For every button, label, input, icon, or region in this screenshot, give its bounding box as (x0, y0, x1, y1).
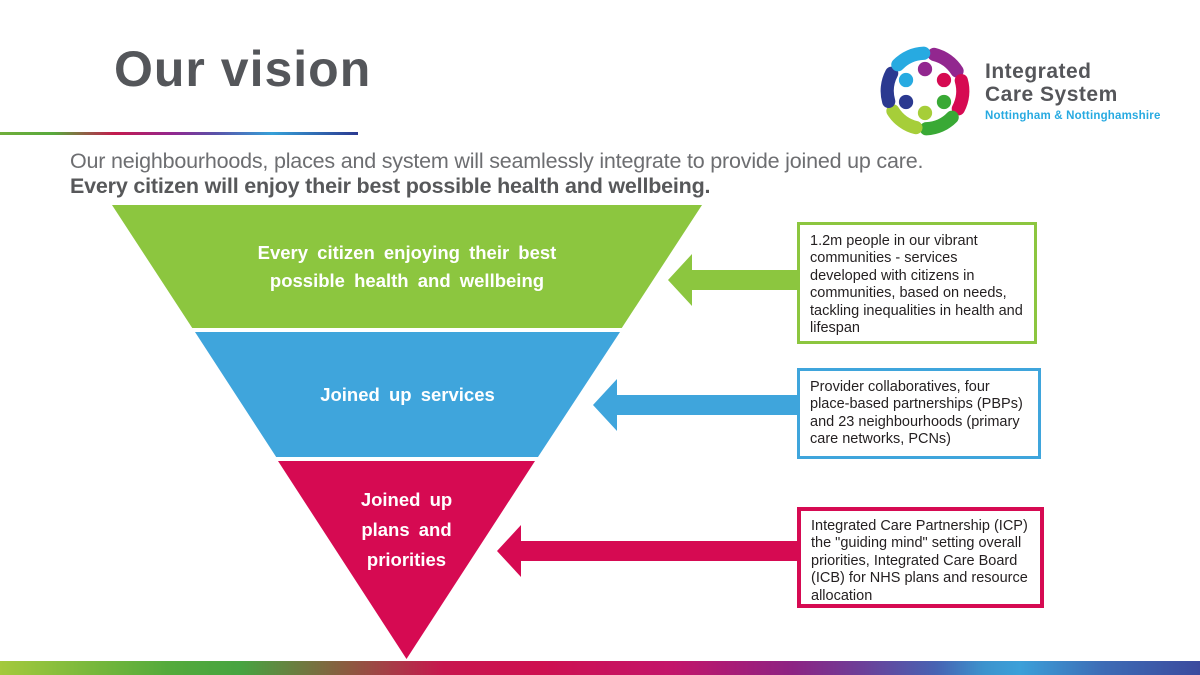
vision-statement: Our neighbourhoods, places and system wi… (70, 149, 1160, 199)
left-arrow-blue-icon (593, 379, 802, 431)
left-arrow-pink-icon (497, 525, 802, 577)
callout-plans: Integrated Care Partnership (ICP) the "g… (797, 507, 1044, 608)
funnel-layer-services-label: Joined up services (320, 383, 495, 405)
callout-plans-text: Integrated Care Partnership (ICP) the "g… (811, 518, 1028, 604)
ics-logo-tagline: Nottingham & Nottinghamshire (985, 110, 1161, 122)
funnel-layer-plans-label: Joined up plans and priorities (360, 489, 453, 570)
callout-services: Provider collaboratives, four place-base… (797, 368, 1041, 459)
ics-people-ring-icon (880, 46, 970, 136)
left-arrow-green-icon (668, 254, 802, 306)
ics-logo-line2: Care System (985, 83, 1118, 106)
funnel-layer-services: Joined up services (195, 332, 620, 457)
callout-services-text: Provider collaboratives, four place-base… (810, 379, 1023, 448)
ics-logo-text: Integrated Care System Nottingham & Nott… (985, 60, 1161, 122)
funnel-layer-citizens-label: Every citizen enjoying their best possib… (257, 241, 557, 291)
title-underline-gradient (0, 132, 358, 135)
funnel-layer-citizens: Every citizen enjoying their best possib… (112, 205, 702, 328)
callout-citizens-text: 1.2m people in our vibrant communities -… (810, 233, 1023, 336)
vision-statement-line2: Every citizen will enjoy their best poss… (70, 174, 711, 198)
page-title: Our vision (114, 41, 372, 97)
vision-statement-line1: Our neighbourhoods, places and system wi… (70, 149, 924, 173)
ics-logo-line1: Integrated (985, 60, 1092, 83)
rainbow-footer-bar (0, 661, 1200, 675)
callout-citizens: 1.2m people in our vibrant communities -… (797, 222, 1037, 344)
ics-logo: Integrated Care System Nottingham & Nott… (874, 40, 1174, 145)
